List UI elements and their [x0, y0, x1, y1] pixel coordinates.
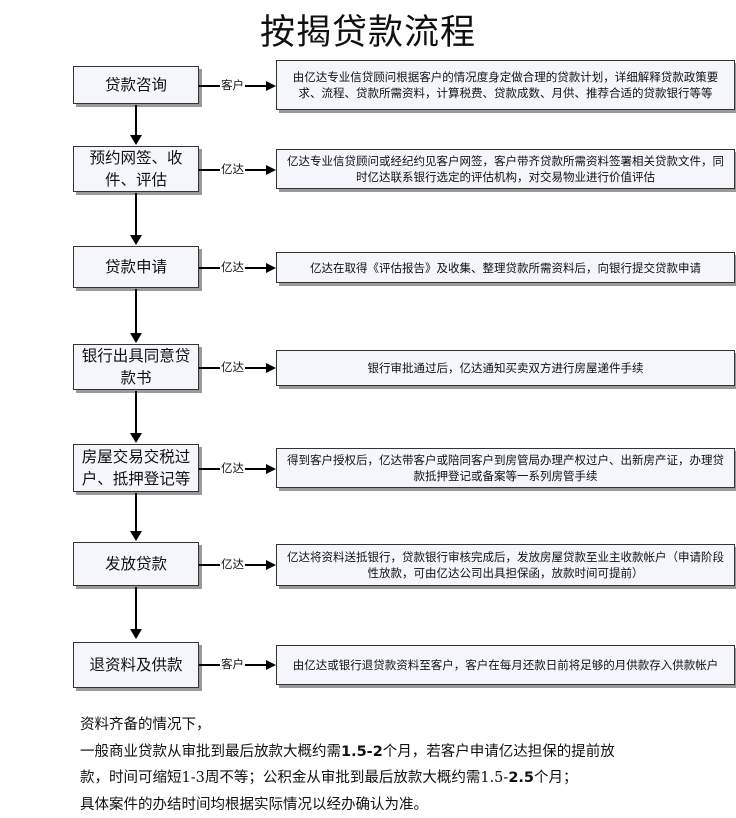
note-line: 资料齐备的情况下，	[80, 712, 720, 739]
arrow-right-icon	[266, 560, 276, 570]
page-title: 按揭贷款流程	[0, 4, 736, 55]
step-label: 预约网签、收件、评估	[80, 147, 192, 191]
step-description: 得到客户授权后，亿达带客户或陪同客户到房管局办理产权过户、出新房产证，办理贷款抵…	[276, 448, 735, 488]
step-signing-evaluation: 预约网签、收件、评估	[73, 146, 199, 192]
step-label: 银行出具同意贷款书	[80, 345, 192, 389]
flow-line	[135, 587, 137, 629]
connector-label: 亿达	[220, 360, 245, 374]
arrow-down-icon	[130, 235, 142, 245]
step-label: 房屋交易交税过户、抵押登记等	[80, 446, 192, 490]
connector-label: 亿达	[220, 557, 245, 571]
note-line: 款，时间可缩短1-3周不等；公积金从审批到最后放款大概约需1.5-2.5个月；	[80, 765, 720, 792]
connector-label: 亿达	[220, 461, 245, 475]
step-label: 贷款申请	[105, 256, 167, 278]
flow-line	[135, 289, 137, 333]
arrow-down-icon	[130, 333, 142, 343]
step-transfer-mortgage: 房屋交易交税过户、抵押登记等	[73, 444, 199, 492]
connector-label: 亿达	[220, 260, 245, 274]
process-notes: 资料齐备的情况下， 一般商业贷款从审批到最后放款大概约需1.5-2个月，若客户申…	[80, 712, 720, 818]
connector-label: 客户	[220, 78, 245, 92]
connector-label: 客户	[220, 657, 245, 671]
step-return-docs-repayment: 退资料及供款	[73, 642, 199, 688]
step-bank-approval: 银行出具同意贷款书	[73, 344, 199, 390]
step-label: 贷款咨询	[105, 74, 167, 96]
flow-line	[135, 193, 137, 235]
arrow-right-icon	[266, 263, 276, 273]
arrow-right-icon	[266, 165, 276, 175]
step-label: 发放贷款	[105, 553, 167, 575]
step-loan-disbursement: 发放贷款	[73, 542, 199, 586]
step-description: 银行审批通过后，亿达通知买卖双方进行房屋递件手续	[276, 350, 735, 386]
flow-line	[135, 105, 137, 135]
step-description: 亿达专业信贷顾问或经纪约见客户网签，客户带齐贷款所需资料签署相关贷款文件，同时亿…	[276, 149, 735, 189]
step-loan-consultation: 贷款咨询	[73, 66, 199, 104]
arrow-down-icon	[130, 629, 142, 639]
arrow-right-icon	[266, 363, 276, 373]
arrow-right-icon	[266, 660, 276, 670]
arrow-down-icon	[130, 135, 142, 145]
arrow-right-icon	[266, 464, 276, 474]
flow-line	[135, 391, 137, 433]
step-label: 退资料及供款	[89, 654, 182, 676]
arrow-right-icon	[266, 81, 276, 91]
step-description: 亿达在取得《评估报告》及收集、整理贷款所需资料后，向银行提交贷款申请	[276, 252, 735, 283]
connector-label: 亿达	[220, 162, 245, 176]
note-line: 具体案件的办结时间均根据实际情况以经办确认为准。	[80, 792, 720, 818]
flow-line	[135, 493, 137, 531]
note-line: 一般商业贷款从审批到最后放款大概约需1.5-2个月，若客户申请亿达担保的提前放	[80, 739, 720, 766]
step-description: 由亿达或银行退贷款资料至客户，客户在每月还款日前将足够的月供款存入供款帐户	[276, 645, 735, 685]
step-description: 由亿达专业信贷顾问根据客户的情况度身定做合理的贷款计划，详细解释贷款政策要求、流…	[276, 60, 735, 110]
step-description: 亿达将资料送抵银行，贷款银行审核完成后，发放房屋贷款至业主收款帐户（申请阶段性放…	[276, 544, 735, 586]
step-loan-application: 贷款申请	[73, 246, 199, 288]
arrow-down-icon	[130, 531, 142, 541]
arrow-down-icon	[130, 433, 142, 443]
